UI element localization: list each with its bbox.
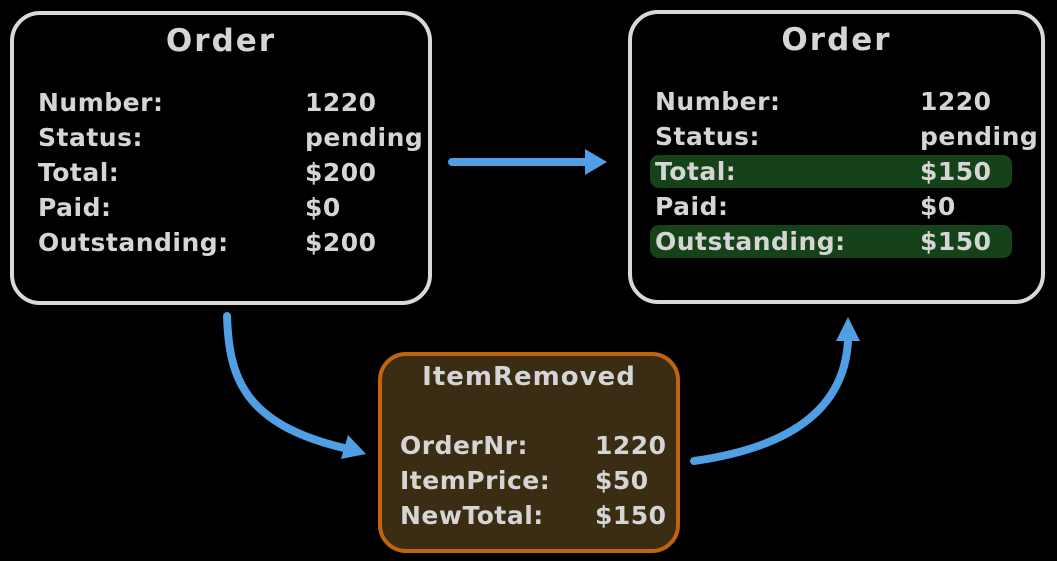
arrow-before-to-event bbox=[223, 312, 366, 459]
field-label: Status: bbox=[38, 123, 143, 152]
event-fields: OrderNr: 1220 ItemPrice: $50 NewTotal: $… bbox=[382, 428, 676, 533]
field-row-status: Status: pending bbox=[14, 120, 428, 155]
field-label: Paid: bbox=[38, 193, 112, 222]
field-row-number: Number: 1220 bbox=[14, 85, 428, 120]
field-row-outstanding: Outstanding: $200 bbox=[14, 225, 428, 260]
item-removed-event-box: ItemRemoved OrderNr: 1220 ItemPrice: $50… bbox=[378, 352, 680, 553]
arrow-before-to-after bbox=[448, 149, 607, 175]
field-value: $150 bbox=[595, 501, 667, 530]
field-label: Paid: bbox=[655, 192, 729, 221]
field-row-ordernr: OrderNr: 1220 bbox=[382, 428, 676, 463]
field-label: Outstanding: bbox=[655, 227, 846, 256]
arrowhead-up-icon bbox=[836, 317, 860, 341]
field-row-itemprice: ItemPrice: $50 bbox=[382, 463, 676, 498]
field-row-paid: Paid: $0 bbox=[632, 189, 1041, 224]
field-row-status: Status: pending bbox=[632, 119, 1041, 154]
field-value: $0 bbox=[920, 192, 956, 221]
arrowhead-right-icon bbox=[585, 149, 607, 175]
field-label: OrderNr: bbox=[400, 431, 529, 460]
field-row-total-highlighted: Total: $150 bbox=[632, 154, 1041, 189]
field-value: $50 bbox=[595, 466, 649, 495]
field-row-paid: Paid: $0 bbox=[14, 190, 428, 225]
field-value: $200 bbox=[305, 228, 377, 257]
field-label: Number: bbox=[38, 88, 164, 117]
order-after-fields: Number: 1220 Status: pending Total: $150… bbox=[632, 84, 1041, 259]
field-row-total: Total: $200 bbox=[14, 155, 428, 190]
field-row-number: Number: 1220 bbox=[632, 84, 1041, 119]
field-value: 1220 bbox=[920, 87, 992, 116]
field-label: Outstanding: bbox=[38, 228, 229, 257]
order-after-title: Order bbox=[781, 22, 892, 58]
arrow-event-to-after bbox=[690, 317, 860, 465]
order-before-title: Order bbox=[165, 23, 277, 59]
field-label: NewTotal: bbox=[400, 501, 544, 530]
order-before-fields: Number: 1220 Status: pending Total: $200… bbox=[14, 85, 428, 260]
field-label: Number: bbox=[655, 87, 781, 116]
event-title: ItemRemoved bbox=[422, 362, 636, 392]
field-label: Total: bbox=[655, 157, 737, 186]
field-label: Status: bbox=[655, 122, 760, 151]
field-row-newtotal: NewTotal: $150 bbox=[382, 498, 676, 533]
field-value: 1220 bbox=[305, 88, 377, 117]
order-after-box: Order Number: 1220 Status: pending Total… bbox=[628, 10, 1045, 304]
field-row-outstanding-highlighted: Outstanding: $150 bbox=[632, 224, 1041, 259]
field-value: pending bbox=[305, 123, 424, 152]
order-before-box: Order Number: 1220 Status: pending Total… bbox=[10, 11, 432, 305]
arrowhead-right-icon bbox=[341, 435, 366, 459]
field-value: 1220 bbox=[595, 431, 667, 460]
field-label: Total: bbox=[38, 158, 120, 187]
field-value: $0 bbox=[305, 193, 341, 222]
field-label: ItemPrice: bbox=[400, 466, 551, 495]
field-value: $150 bbox=[920, 157, 992, 186]
field-value: $150 bbox=[920, 227, 992, 256]
field-value: $200 bbox=[305, 158, 377, 187]
field-value: pending bbox=[920, 122, 1039, 151]
